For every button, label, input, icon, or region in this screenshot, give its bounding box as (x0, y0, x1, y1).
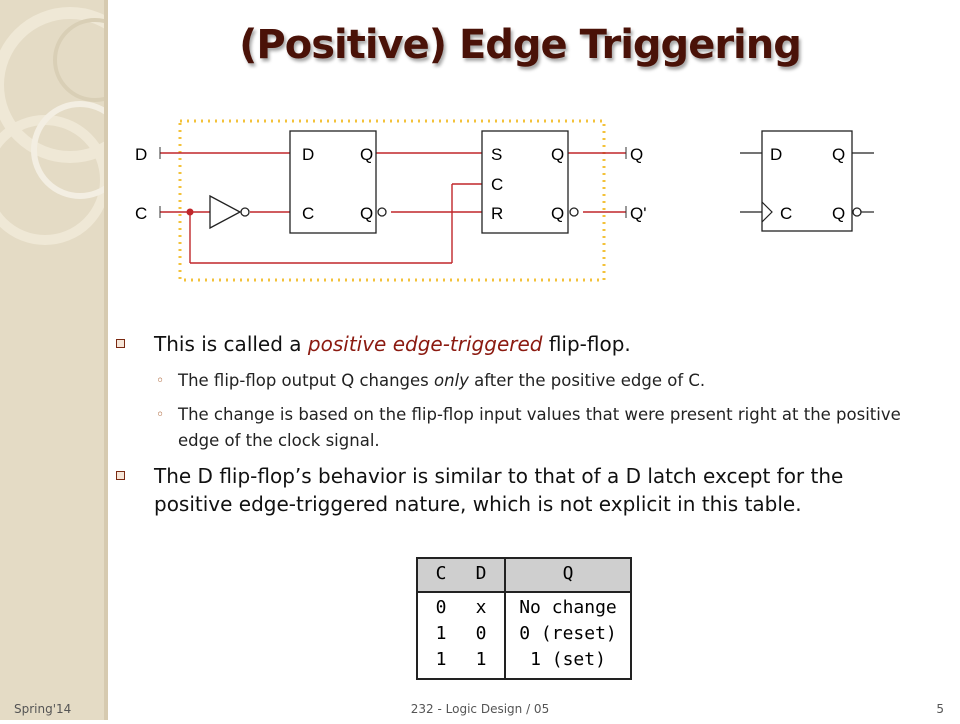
table-header-d: D (475, 563, 487, 584)
enclosure-box (178, 119, 606, 282)
bullet-item: The D flip-flop’s behavior is similar to… (116, 462, 916, 518)
symbol-d-label: D (770, 145, 782, 164)
latch1-qbar-label: Q (360, 204, 373, 223)
inverter-bubble (240, 207, 250, 217)
latch2-qbar-label: Q (551, 204, 564, 223)
bullet-text: This is called a (154, 332, 308, 356)
highlight-term: positive edge-triggered (307, 332, 543, 356)
latch1-q-label: Q (360, 145, 373, 164)
symbol-c-label: C (780, 204, 792, 223)
bullet-text: The change is based on the flip-flop inp… (178, 405, 901, 450)
bullet-item: This is called a positive edge-triggered… (116, 330, 916, 358)
footer-term: Spring'14 (14, 702, 72, 716)
table-cell-q: 1 (set) (530, 649, 606, 670)
table-cell-q: 0 (reset) (519, 623, 617, 644)
latch2-s-label: S (491, 145, 502, 164)
table-cell-d: 1 (475, 649, 487, 670)
square-bullet-icon (116, 471, 125, 480)
d-flip-flop-symbol (740, 130, 874, 232)
table-cell-q: No change (519, 597, 617, 618)
bullet-list: This is called a positive edge-triggered… (116, 330, 916, 528)
output-q-label: Q (630, 145, 643, 164)
latch2-qbar-bubble (569, 207, 579, 217)
table-cell-d: 0 (475, 623, 487, 644)
sub-bullet-item: ◦ The flip-flop output Q changes only af… (116, 368, 916, 394)
sidebar-decoration (0, 0, 148, 720)
sr-latch-box (481, 130, 569, 234)
sub-bullet-item: ◦ The change is based on the flip-flop i… (116, 402, 916, 454)
slide-footer: Spring'14 232 - Logic Design / 05 5 (0, 700, 960, 720)
table-cell-c: 0 (435, 597, 447, 618)
input-d-label: D (135, 145, 147, 164)
latch1-c-label: C (302, 204, 314, 223)
d-latch-box (289, 130, 377, 234)
table-header-row (418, 559, 630, 593)
table-cell-c: 1 (435, 649, 447, 670)
table-header-q: Q (562, 563, 574, 584)
table-cell-c: 1 (435, 623, 447, 644)
bullet-text: The D flip-flop’s behavior is similar to… (154, 464, 844, 516)
table-column-divider (504, 559, 506, 678)
ring-bullet-icon: ◦ (156, 373, 165, 389)
output-qprime-label: Q' (630, 204, 646, 223)
sidebar-divider (104, 0, 108, 720)
ring-bullet-icon: ◦ (156, 407, 165, 423)
table-cell-d: x (475, 597, 487, 618)
latch2-q-label: Q (551, 145, 564, 164)
latch2-c-label: C (491, 175, 503, 194)
symbol-q-label: Q (832, 145, 845, 164)
bullet-text: flip-flop. (542, 332, 631, 356)
latch2-r-label: R (491, 204, 503, 223)
junction-dot (186, 208, 194, 216)
inverter-gate (209, 194, 242, 230)
latch1-d-label: D (302, 145, 314, 164)
truth-table: C D Q 0 x No change 1 0 0 (reset) 1 1 1 … (416, 557, 632, 680)
slide-title: (Positive) Edge Triggering (239, 22, 802, 68)
clock-triangle-icon (761, 201, 773, 223)
bullet-text: after the positive edge of C. (468, 371, 706, 390)
input-c-label: C (135, 204, 147, 223)
page-number: 5 (936, 702, 944, 716)
square-bullet-icon (116, 339, 125, 348)
italic-term: only (434, 371, 469, 390)
latch1-qbar-bubble (377, 207, 387, 217)
symbol-qbar-label: Q (832, 204, 845, 223)
table-header-c: C (435, 563, 447, 584)
bullet-text: The flip-flop output Q changes (178, 371, 435, 390)
red-wires (160, 152, 626, 264)
footer-course: 232 - Logic Design / 05 (410, 702, 550, 716)
flip-flop-circuit-diagram: D C D Q C Q S Q C R Q Q Q' (135, 119, 874, 282)
